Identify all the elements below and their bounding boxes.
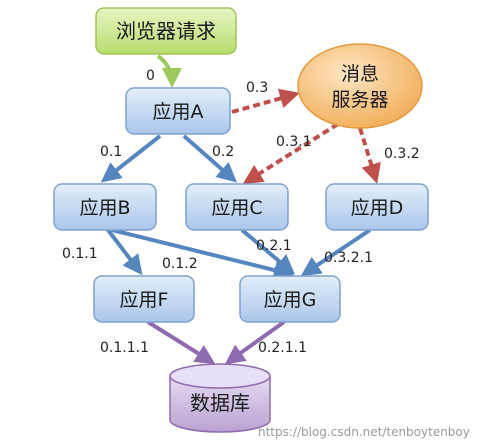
edge-b-to-g [111,228,294,280]
label-a-to-c: 0.2 [212,144,234,160]
label-mq-to-c: 0.3.1 [276,134,312,150]
edge-browser-to-a [156,54,182,88]
label-c-to-g: 0.2.1 [256,238,292,254]
node-app-a: 应用A [125,87,231,135]
label-b-to-f: 0.1.1 [62,246,98,262]
node-app-b-label: 应用B [79,197,130,219]
node-database: 数据库 [169,363,271,433]
edge-c-to-g [240,228,296,275]
node-database-label: 数据库 [190,391,250,415]
label-a-to-mq: 0.3 [246,80,268,96]
edge-b-to-f [106,228,143,276]
node-app-d-label: 应用D [351,197,404,219]
label-mq-to-d: 0.3.2 [384,146,420,162]
node-app-g-label: 应用G [264,289,317,311]
label-b-to-g: 0.1.2 [162,256,198,272]
node-message-server: 消息 服务器 [297,43,423,129]
edge-a-to-c [182,134,238,183]
edge-a-to-b [100,134,162,183]
label-g-to-db: 0.2.1.1 [258,340,307,356]
edge-labels: 0 0.3 0.1 0.2 0.3.1 0.3.2 0.1.1 0.1.2 0.… [62,68,420,356]
node-message-server-line1: 消息 [341,63,379,85]
edge-d-to-g [300,228,372,277]
node-app-g: 应用G [239,275,341,323]
node-app-f-label: 应用F [120,289,169,311]
label-browser-to-a: 0 [146,68,155,84]
watermark-url: https://blog.csdn.net/tenboytenboy [258,425,470,439]
label-f-to-db: 0.1.1.1 [100,340,149,356]
node-app-a-label: 应用A [153,101,204,123]
label-a-to-b: 0.1 [100,144,122,160]
edge-f-to-db [146,320,216,365]
edge-g-to-db [224,320,286,365]
node-app-c-label: 应用C [211,197,262,219]
node-app-b: 应用B [53,183,157,231]
label-d-to-g: 0.3.2.1 [324,250,373,266]
node-app-c: 应用C [185,183,289,231]
node-app-d: 应用D [325,183,429,231]
node-browser-request-label: 浏览器请求 [116,19,216,43]
edges [100,54,381,365]
edge-mq-to-d [358,127,381,184]
node-browser-request: 浏览器请求 [95,7,237,55]
node-app-f: 应用F [93,275,195,323]
node-message-server-line2: 服务器 [331,89,388,111]
edge-mq-to-c [242,122,340,185]
edge-a-to-mq [231,88,300,114]
